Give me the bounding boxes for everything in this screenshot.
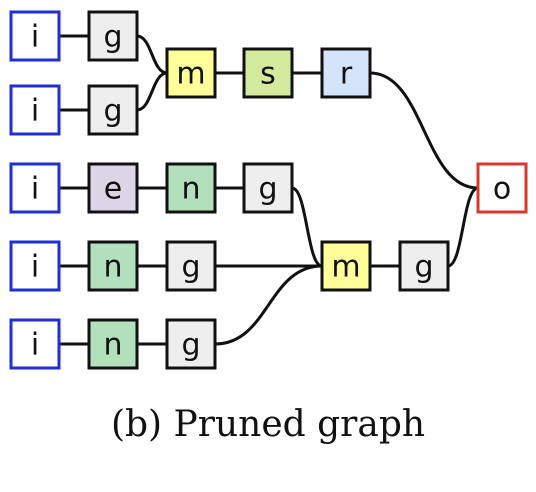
node-label-in3: i (31, 172, 39, 207)
node-box-in2 (9, 84, 61, 136)
node-label-s1: s (260, 57, 276, 92)
node-label-n3: n (103, 328, 122, 363)
node-label-g3: g (258, 172, 277, 207)
node-box-r1 (320, 47, 372, 99)
node-g5: g (165, 318, 217, 370)
node-box-m1 (165, 47, 217, 99)
node-g4: g (165, 240, 217, 292)
edge-g2-m1 (136, 71, 168, 112)
edges-layer (59, 34, 479, 346)
node-label-in5: i (31, 328, 39, 363)
node-box-m2 (320, 240, 372, 292)
node-box-in4 (9, 240, 61, 292)
node-label-r1: r (340, 57, 353, 92)
node-box-g5 (165, 318, 217, 370)
node-in3: i (9, 162, 61, 214)
node-box-s1 (242, 47, 294, 99)
node-box-g1 (87, 10, 139, 62)
node-box-n1 (165, 162, 217, 214)
node-in1: i (9, 10, 61, 62)
node-n2: n (87, 240, 139, 292)
node-label-e1: e (104, 172, 122, 207)
node-box-e1 (87, 162, 139, 214)
node-label-g2: g (103, 94, 122, 129)
node-label-g1: g (103, 20, 122, 55)
edge-g6-out (447, 186, 479, 268)
node-g2: g (87, 84, 139, 136)
node-n3: n (87, 318, 139, 370)
node-box-in3 (9, 162, 61, 214)
edge-r1-out (369, 71, 479, 190)
figure-caption: (b) Pruned graph (110, 404, 426, 445)
node-label-g6: g (414, 250, 433, 285)
edge-g1-m1 (136, 34, 168, 75)
nodes-layer: i g i g m s r i e n g i n g m g i n g o (9, 10, 528, 370)
node-g6: g (398, 240, 450, 292)
node-box-n2 (87, 240, 139, 292)
node-e1: e (87, 162, 139, 214)
node-label-n1: n (181, 172, 200, 207)
node-label-m2: m (331, 250, 360, 285)
node-label-in4: i (31, 250, 39, 285)
node-in5: i (9, 318, 61, 370)
node-g3: g (242, 162, 294, 214)
node-g1: g (87, 10, 139, 62)
node-box-out (476, 162, 528, 214)
node-box-g3 (242, 162, 294, 214)
node-box-g2 (87, 84, 139, 136)
node-r1: r (320, 47, 372, 99)
node-box-g6 (398, 240, 450, 292)
node-m1: m (165, 47, 217, 99)
node-label-m1: m (176, 57, 205, 92)
node-label-in2: i (31, 94, 39, 129)
node-label-g5: g (181, 328, 200, 363)
edge-g5-m2 (214, 264, 323, 346)
node-s1: s (242, 47, 294, 99)
pruned-graph-diagram: i g i g m s r i e n g i n g m g i n g o (9, 10, 528, 370)
node-box-n3 (87, 318, 139, 370)
node-n1: n (165, 162, 217, 214)
node-box-in5 (9, 318, 61, 370)
node-in2: i (9, 84, 61, 136)
node-label-g4: g (181, 250, 200, 285)
node-in4: i (9, 240, 61, 292)
node-box-g4 (165, 240, 217, 292)
node-box-in1 (9, 10, 61, 62)
node-label-in1: i (31, 20, 39, 55)
node-label-out: o (493, 172, 511, 207)
node-m2: m (320, 240, 372, 292)
node-label-n2: n (103, 250, 122, 285)
edge-g3-m2 (291, 186, 323, 268)
node-out: o (476, 162, 528, 214)
